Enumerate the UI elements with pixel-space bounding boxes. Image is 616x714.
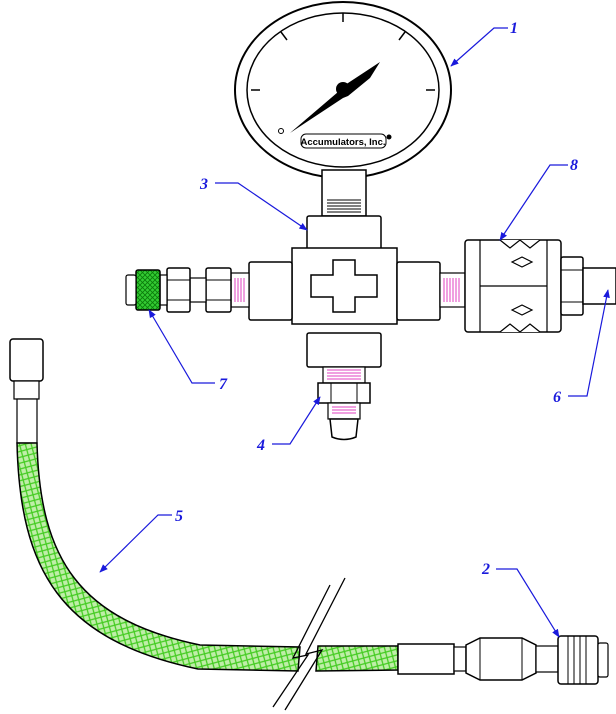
gauge-tick-marks: [251, 13, 435, 91]
callout-leaders: [99, 27, 610, 638]
quick-coupler-body: [535, 645, 559, 673]
left-hex-nut: [205, 267, 232, 313]
callout-2: 2: [481, 561, 490, 578]
leader-3: [215, 182, 308, 231]
knurled-valve-cap: [135, 269, 161, 311]
gauge-stem-threads: [327, 199, 361, 213]
hose-bottom-collar: [453, 646, 467, 672]
hose-braid-continued: [315, 645, 399, 672]
hose-top-ferrule: [16, 398, 38, 444]
cross-bottom-nut: [306, 332, 382, 368]
bottom-adapter-hex: [317, 382, 371, 404]
gauge-stop-pin: [278, 128, 284, 134]
leader-1: [450, 27, 508, 67]
cross-fitting: [248, 215, 441, 368]
connector-grip-grooves: [479, 239, 548, 333]
right-thread-lines: [443, 278, 460, 302]
cross-right-nut: [396, 261, 441, 321]
leader-6: [568, 289, 610, 397]
cross-center-mark: [310, 259, 378, 313]
hose-stub: [582, 267, 616, 305]
gauge-dot: [386, 134, 392, 140]
hose-top-collar: [13, 380, 40, 400]
quick-coupler-ridges: [567, 636, 587, 684]
pressure-gauge: Accumulators, Inc.: [234, 1, 452, 217]
left-valve-neck: [159, 274, 168, 306]
callout-7: 7: [219, 376, 228, 393]
braided-hose: [9, 338, 609, 711]
cross-top-nut: [306, 215, 382, 252]
hose-top-nut: [9, 338, 44, 382]
callout-8: 8: [570, 157, 578, 174]
leader-7: [148, 309, 215, 384]
callout-4: 4: [256, 437, 265, 454]
bottom-adapter-thread-lines: [327, 369, 361, 380]
left-thread-lines: [234, 278, 245, 302]
callout-3: 3: [199, 176, 208, 193]
connector-collar: [560, 256, 584, 316]
gauge-brand-text: Accumulators, Inc.: [301, 137, 386, 148]
gauge-needle: [290, 62, 380, 133]
left-coupling-stem: [189, 277, 207, 303]
leader-5: [99, 514, 172, 573]
bottom-adapter: [317, 366, 371, 441]
quick-coupler-sleeve: [557, 635, 599, 685]
valve-cap-end: [125, 274, 137, 306]
gauge-stem: [321, 169, 367, 217]
bottom-adapter-thread-lower: [327, 402, 361, 420]
hose-braid: [16, 442, 301, 672]
break-symbol: [272, 577, 346, 711]
leader-8: [499, 164, 568, 241]
bottom-adapter-lower-thread-lines: [332, 406, 356, 414]
callout-numbers: 1 2 3 4 5 6 7 8: [175, 20, 578, 578]
leader-2: [496, 568, 560, 638]
hose-bottom-ferrule: [397, 643, 455, 675]
gauge-needle-pivot: [336, 82, 350, 96]
callout-1: 1: [510, 20, 518, 37]
hose-bottom-hex: [465, 637, 537, 681]
bottom-adapter-thread: [322, 366, 366, 384]
cross-left-nut: [248, 261, 293, 321]
quick-coupler-tip: [597, 642, 609, 678]
callout-5: 5: [175, 508, 183, 525]
gauge-brand-plate: [300, 133, 387, 149]
callout-6: 6: [553, 389, 561, 406]
bottom-adapter-tip: [329, 418, 359, 441]
left-valve-assembly: [125, 267, 250, 313]
leader-4: [272, 396, 321, 445]
left-valve-hex: [166, 267, 191, 313]
left-thread-section: [230, 272, 250, 308]
right-connector: [439, 239, 616, 333]
